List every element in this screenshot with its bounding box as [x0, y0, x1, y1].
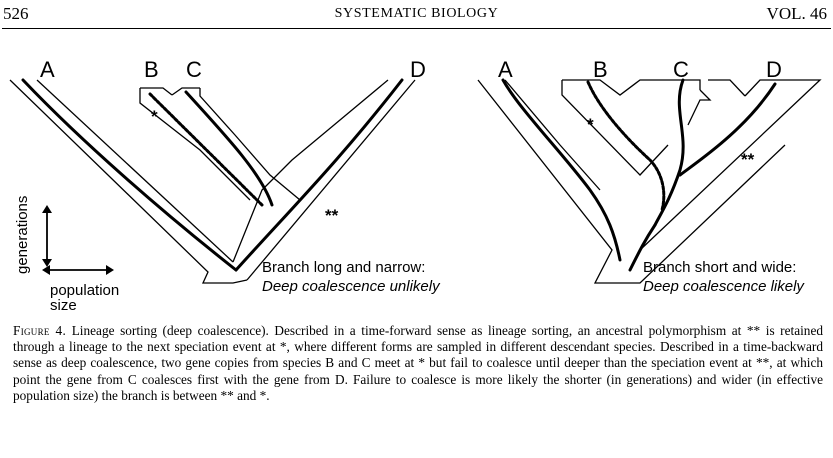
right-tree-a-inner: [504, 79, 601, 191]
vertical-arrow-down-head: [42, 259, 52, 267]
right-tree-b-outer: [561, 80, 669, 176]
lineage-sorting-figure: A B C D * ** A B C D * ** generations po…: [9, 57, 822, 314]
page-number: 526: [3, 4, 29, 23]
left-gene-a: [21, 78, 238, 272]
axes-arrows: [42, 205, 114, 275]
right-gene-c: [653, 78, 685, 227]
vertical-arrow-up-head: [42, 205, 52, 213]
right-species-tree: [477, 79, 822, 284]
right-gene-b: [586, 80, 666, 212]
horizontal-arrow-left-head: [42, 265, 50, 275]
left-taxon-b: B: [144, 57, 159, 82]
header-rule: [2, 28, 831, 29]
page-header: 526 SYSTEMATIC BIOLOGY VOL. 46: [0, 0, 833, 24]
right-double-star-marker: **: [741, 150, 755, 169]
right-taxon-c: C: [673, 57, 689, 82]
left-tree-d-inner: [232, 79, 389, 263]
size-label: size: [50, 297, 77, 314]
left-gene-d: [234, 78, 404, 272]
right-tree-d-inner: [708, 79, 746, 97]
left-taxon-c: C: [186, 57, 202, 82]
left-gene-lineages: [21, 78, 404, 272]
generations-label: generations: [14, 196, 31, 274]
left-double-star-marker: **: [325, 206, 339, 225]
figure-caption-label: Figure 4.: [13, 323, 67, 338]
left-tree-d-outer: [246, 79, 416, 281]
left-tree-outline-a: [9, 79, 248, 284]
volume-number: VOL. 46: [766, 4, 827, 23]
figure-caption-text: Lineage sorting (deep coalescence). Desc…: [13, 323, 823, 403]
left-gene-c: [184, 90, 274, 207]
left-tree-c-inner: [199, 88, 301, 201]
right-tree-a-outer: [477, 79, 786, 284]
journal-title: SYSTEMATIC BIOLOGY: [334, 6, 499, 21]
left-panel-title: Branch long and narrow:: [262, 259, 425, 276]
right-panel-subtitle: Deep coalescence likely: [643, 278, 805, 295]
right-gene-lineages: [501, 78, 777, 272]
right-taxon-d: D: [766, 57, 782, 82]
left-species-tree: [9, 79, 416, 284]
left-panel-subtitle: Deep coalescence unlikely: [262, 278, 441, 295]
left-gene-b: [148, 92, 264, 207]
right-gene-d: [678, 82, 777, 177]
population-label: population: [50, 282, 119, 299]
right-tree-b-inner: [562, 79, 701, 96]
right-gene-root: [628, 223, 657, 272]
left-star-marker: *: [151, 107, 158, 126]
right-star-marker: *: [587, 115, 594, 134]
horizontal-arrow-right-head: [106, 265, 114, 275]
left-tree-b-outer: [139, 88, 251, 201]
figure-caption: Figure 4. Lineage sorting (deep coalesce…: [13, 323, 823, 404]
left-tree-b-top: [140, 87, 173, 96]
left-taxon-d: D: [410, 57, 426, 82]
right-tree-d-outer: [639, 79, 822, 251]
right-taxon-b: B: [593, 57, 608, 82]
left-tree-c-outer: [171, 87, 200, 96]
right-tree-c-inner: [687, 89, 712, 126]
left-tree-a-inner: [36, 79, 234, 263]
right-taxon-a: A: [498, 57, 513, 82]
left-taxon-a: A: [40, 57, 55, 82]
right-panel-title: Branch short and wide:: [643, 259, 796, 276]
right-gene-a: [501, 78, 622, 262]
